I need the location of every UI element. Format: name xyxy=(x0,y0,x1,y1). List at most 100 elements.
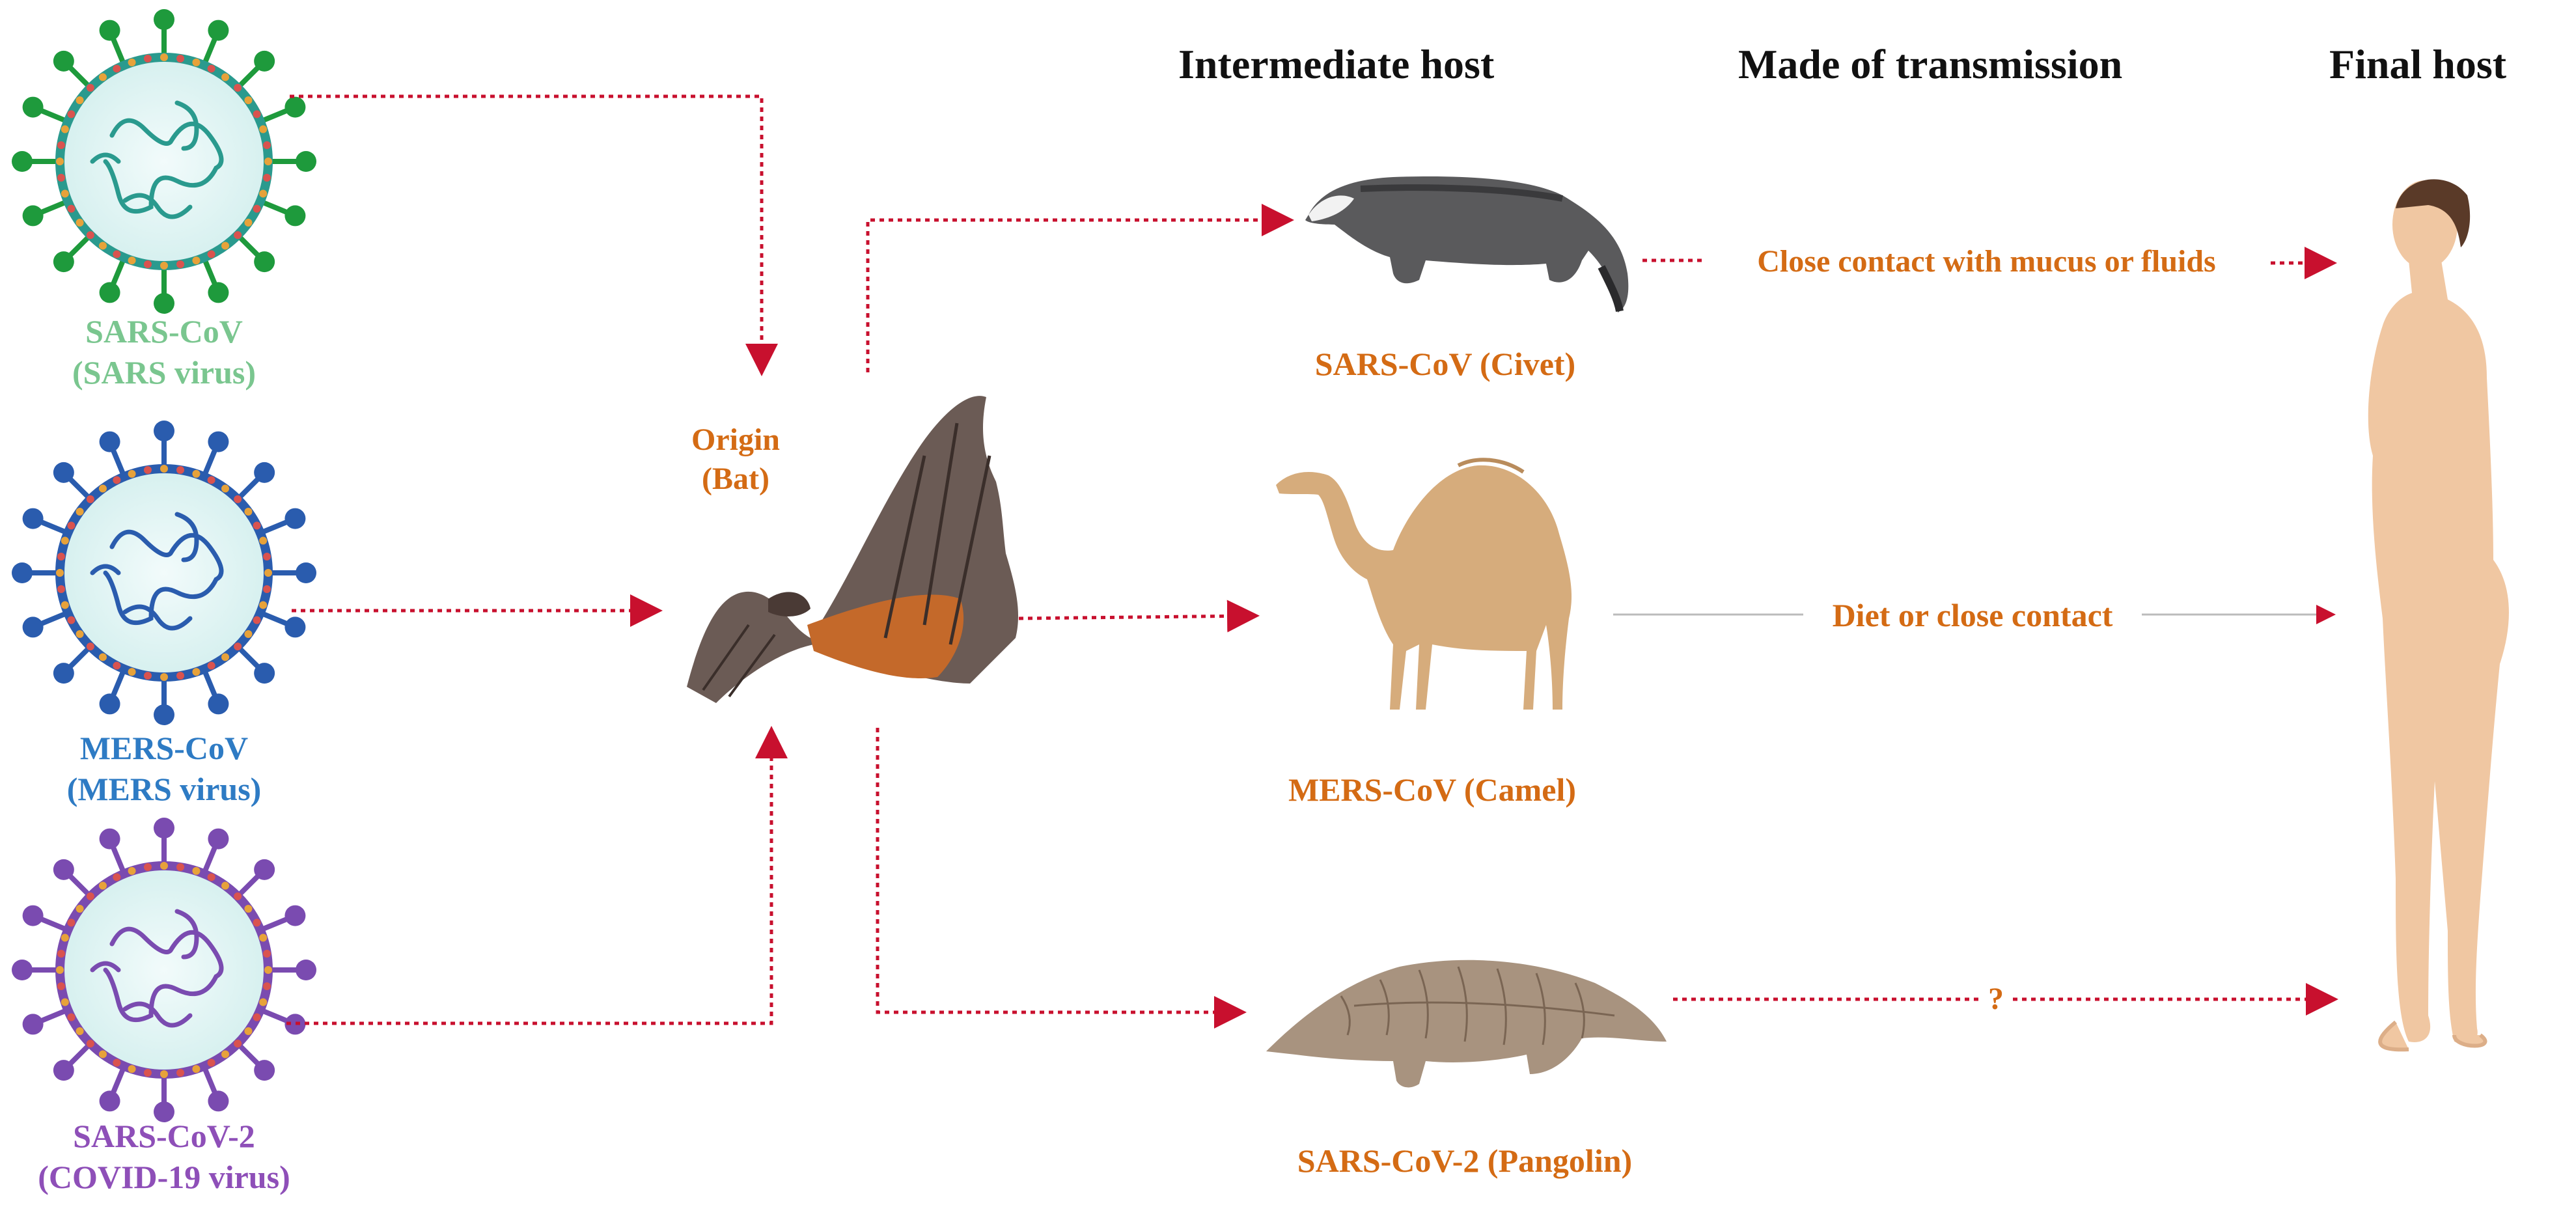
virus-membrane-dot xyxy=(263,585,271,594)
origin-subtitle: (Bat) xyxy=(702,462,769,496)
virus-membrane-dot xyxy=(76,96,84,104)
virus-membrane-dot xyxy=(253,110,261,118)
mers-virus-desc: (MERS virus) xyxy=(66,770,262,807)
virus-membrane-dot xyxy=(143,54,152,62)
virus-membrane-dot xyxy=(207,250,215,258)
virus-rna xyxy=(90,909,224,1028)
virus-membrane-dot xyxy=(253,204,261,213)
virus-membrane-dot xyxy=(113,873,121,881)
virus-spike-head xyxy=(99,282,120,303)
virus-membrane-dot xyxy=(264,569,272,577)
virus-spike-head xyxy=(99,828,120,850)
virus-membrane-dot xyxy=(67,616,76,624)
virus-spike-head xyxy=(154,421,174,441)
virus-membrane-dot xyxy=(192,866,201,875)
virus-membrane-dot xyxy=(128,469,136,478)
virus-membrane-dot xyxy=(86,892,94,900)
virus-membrane-dot xyxy=(264,158,272,165)
virus-spike-head xyxy=(22,205,44,227)
virus-membrane-dot xyxy=(76,219,84,227)
virus-membrane-dot xyxy=(221,881,230,890)
virus-membrane-dot xyxy=(57,585,65,594)
virus-spike-head xyxy=(154,8,174,30)
header-final-host: Final host xyxy=(2329,41,2507,87)
pangolin-icon xyxy=(1266,960,1667,1088)
virus-membrane-dot xyxy=(76,904,84,913)
virus-membrane-dot xyxy=(259,601,268,609)
virus-spike-head xyxy=(154,1101,174,1122)
sars-cov-2-virus-desc: (COVID-19 virus) xyxy=(38,1158,290,1195)
virus-membrane-dot xyxy=(128,58,136,66)
virus-membrane-dot xyxy=(113,661,121,670)
transmission-arrows xyxy=(1613,247,2338,1016)
virus-spike-head xyxy=(53,663,74,684)
virus-membrane-dot xyxy=(86,643,94,651)
virus-membrane-dot xyxy=(98,881,107,890)
virus-membrane-dot xyxy=(207,873,215,881)
sars-virus-icon xyxy=(12,8,316,314)
virus-spike-head xyxy=(284,905,306,926)
virus-membrane-dot xyxy=(259,536,268,545)
virus-membrane-dot xyxy=(57,174,65,182)
virus-membrane-dot xyxy=(259,934,268,942)
mers-virus-label: MERS-CoV (MERS virus) xyxy=(34,728,294,809)
virus-spike-head xyxy=(12,562,33,583)
civet-host-label: SARS-CoV (Civet) xyxy=(1314,346,1576,382)
virus-spike-head xyxy=(254,50,275,72)
virus-spike-head xyxy=(99,20,120,41)
virus-spike-head xyxy=(284,96,306,118)
virus-spike-head xyxy=(22,616,44,638)
virus-membrane-dot xyxy=(86,231,94,240)
virus-spike-head xyxy=(296,151,316,172)
virus-spike-head xyxy=(208,20,229,41)
virus-membrane-dot xyxy=(160,862,168,870)
virus-membrane-dot xyxy=(57,949,65,958)
virus-spike-head xyxy=(99,693,120,715)
virus-spike-head xyxy=(254,663,275,684)
virus-membrane-dot xyxy=(176,672,185,680)
virus-membrane-dot xyxy=(143,672,152,680)
virus-spike-head xyxy=(208,693,229,715)
virus-membrane-dot xyxy=(253,521,261,530)
virus-membrane-dot xyxy=(221,653,230,661)
virus-membrane-dot xyxy=(61,189,69,198)
virus-membrane-dot xyxy=(160,1070,168,1078)
virus-spike-head xyxy=(254,1060,275,1081)
camel-host-label: MERS-CoV (Camel) xyxy=(1288,771,1577,808)
mers-virus-name: MERS-CoV xyxy=(79,730,249,766)
sars-cov-2-virus-icon xyxy=(12,818,316,1122)
transmission-civet-label: Close contact with mucus or fluids xyxy=(1757,244,2216,279)
virus-membrane-dot xyxy=(86,83,94,92)
virus-membrane-dot xyxy=(61,536,69,545)
virus-membrane-dot xyxy=(61,601,69,609)
virus-membrane-dot xyxy=(207,661,215,670)
virus-membrane-dot xyxy=(98,653,107,661)
virus-spike-head xyxy=(296,562,316,583)
virus-membrane-dot xyxy=(259,125,268,133)
sars-cov-2-virus-name: SARS-CoV-2 xyxy=(73,1118,255,1154)
virus-membrane-dot xyxy=(263,174,271,182)
sars-virus-name: SARS-CoV xyxy=(85,313,243,350)
virus-membrane-dot xyxy=(67,204,76,213)
virus-membrane-dot xyxy=(192,1065,201,1073)
virus-membrane-dot xyxy=(192,469,201,478)
virus-membrane-dot xyxy=(143,1069,152,1077)
virus-membrane-dot xyxy=(259,998,268,1006)
virus-membrane-dot xyxy=(192,256,201,265)
virus-spike-head xyxy=(208,1090,229,1112)
virus-membrane-dot xyxy=(61,998,69,1006)
sars-virus-desc: (SARS virus) xyxy=(72,353,256,391)
virus-membrane-dot xyxy=(263,982,271,991)
virus-spike-head xyxy=(53,50,74,72)
virus-spike-head xyxy=(254,251,275,273)
virus-membrane-dot xyxy=(160,673,168,681)
virus-spike-head xyxy=(154,818,174,838)
transmission-camel-label: Diet or close contact xyxy=(1803,595,2142,636)
virus-membrane-dot xyxy=(244,1027,253,1036)
header-intermediate-host: Intermediate host xyxy=(1178,41,1495,87)
virus-membrane-dot xyxy=(221,484,230,493)
virus-spike-head xyxy=(22,96,44,118)
virus-membrane-dot xyxy=(244,904,253,913)
